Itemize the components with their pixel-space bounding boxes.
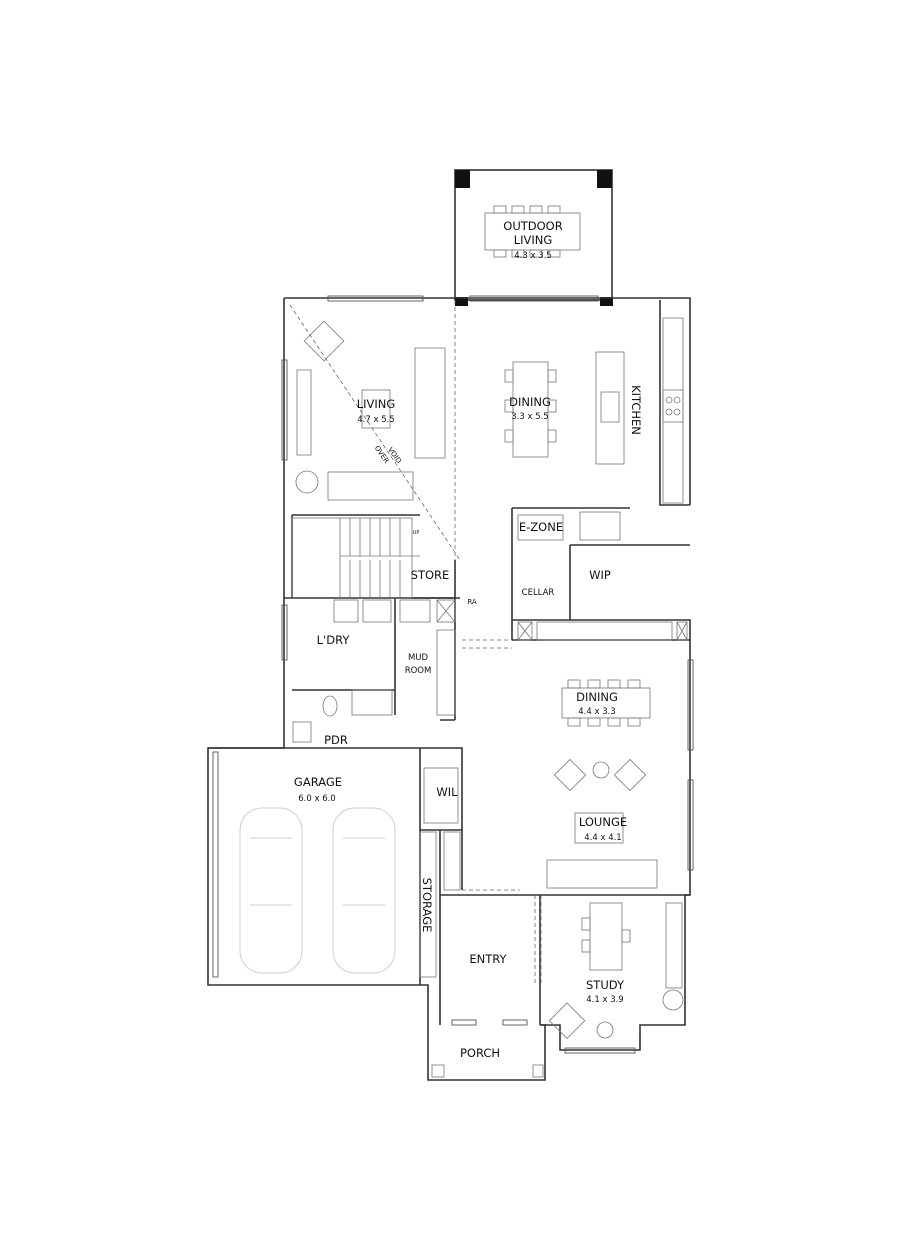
garage-size: 6.0 x 6.0 [298,794,335,804]
garage-label: GARAGE [294,775,342,789]
lounge-label: LOUNGE [579,815,627,829]
dining-upper-label: DINING [509,395,551,409]
dining-lower-size: 4.4 x 3.3 [578,707,615,717]
study-size: 4.1 x 3.9 [586,995,623,1005]
windows [212,295,694,1054]
pdr-label: PDR [324,733,348,747]
wip-label: WIP [589,568,611,582]
void-label: VOID [386,446,403,465]
misc-fixtures [419,767,684,1078]
outdoor-table [484,205,581,258]
entry-label: ENTRY [469,952,507,966]
staircase [291,517,420,599]
void-over-label: OVER [373,444,391,465]
cellar-label: CELLAR [522,588,555,598]
wil-label: WIL [436,785,458,799]
mud-room-label-2: ROOM [405,666,432,676]
dashed-lines [289,300,542,985]
mud-room-label: MUD [408,653,429,663]
store-label: STORE [411,568,450,582]
outdoor-living-size: 4.3 x 3.5 [514,251,551,261]
living-label: LIVING [357,397,396,411]
dining-table-upper [504,361,557,458]
dining-lower-label: DINING [576,690,618,704]
garage-cars [239,807,396,974]
lounge-furniture [546,679,658,889]
kitchen-fixtures [517,317,684,541]
outdoor-living-label-2: LIVING [514,233,553,247]
outdoor-living-label: OUTDOOR [503,219,562,233]
lounge-size: 4.4 x 4.1 [584,833,621,843]
living-furniture [295,320,446,501]
laundry-label: L'DRY [317,633,351,647]
study-label: STUDY [586,978,625,992]
storage-label: STORAGE [420,878,434,933]
living-size: 4.7 x 5.5 [357,415,394,425]
laundry-fixtures [292,599,688,743]
ra-label: RA [467,598,477,606]
outdoor-living-area [454,169,613,306]
kitchen-label: KITCHEN [629,385,643,435]
porch-label: PORCH [460,1046,500,1060]
e-zone-label: E-ZONE [519,520,563,534]
walls [207,297,691,1081]
stair-up-label: UP [413,530,420,536]
dining-upper-size: 3.3 x 5.5 [511,412,548,422]
